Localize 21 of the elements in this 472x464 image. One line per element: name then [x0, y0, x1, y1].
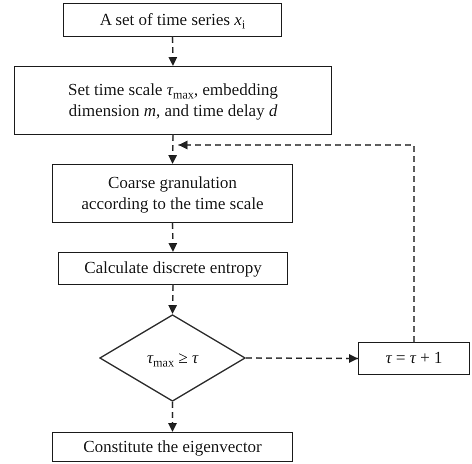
- node-text: Calculate discrete entropy: [83, 258, 263, 279]
- decision-diamond: [99, 314, 246, 402]
- arrow: [246, 354, 358, 363]
- process-box: [14, 66, 332, 135]
- node-text: Set time scale τ$_{max}$, embedding dimension m, and time delay d: [67, 80, 279, 121]
- arrow: [168, 284, 178, 314]
- node-text: A set of time series x$_{i}$: [98, 10, 246, 30]
- arrow: [168, 222, 178, 252]
- process-box: [58, 252, 288, 285]
- arrow: [168, 402, 177, 432]
- node-text: Coarse granulation according to the time scale: [80, 173, 265, 214]
- node-text: Constitute the eigenvector: [82, 436, 263, 458]
- arrow: [168, 134, 178, 164]
- process-box: [358, 342, 470, 375]
- process-box: [52, 432, 293, 462]
- process-box: [52, 164, 293, 223]
- process-box: [63, 3, 282, 37]
- node-text: τ$_{max}$ ≥ τ: [146, 348, 200, 368]
- arrow: [168, 36, 178, 66]
- arrow: [178, 140, 415, 342]
- node-text: τ = τ + 1: [384, 348, 444, 369]
